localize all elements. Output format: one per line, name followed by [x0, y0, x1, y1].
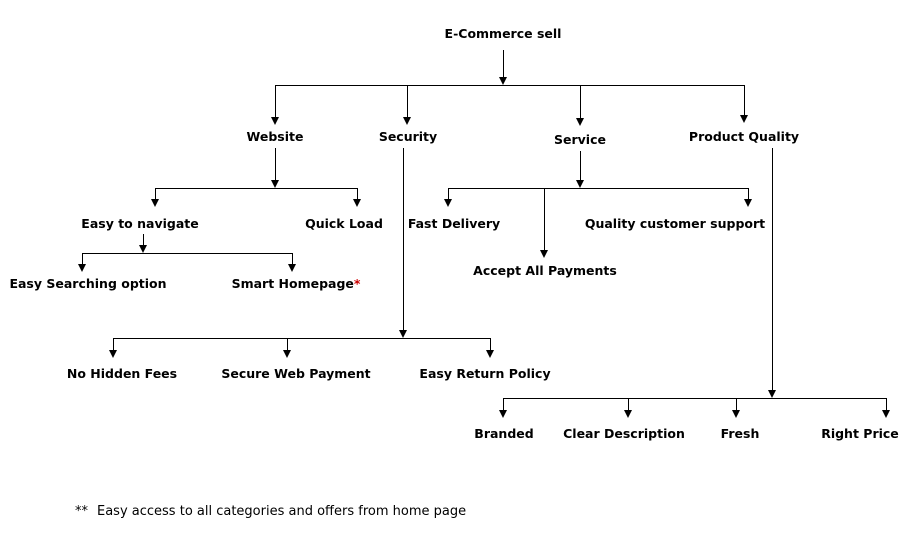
arrow-down-icon [499, 410, 507, 418]
arrow-down-icon [444, 199, 452, 207]
connector-branded-stub [503, 398, 504, 412]
node-clear-description: Clear Description [563, 426, 685, 441]
connector-quick-load-stub [357, 188, 358, 201]
node-easy-to-navigate: Easy to navigate [81, 216, 199, 231]
connector-level1-bus [275, 85, 745, 86]
node-service: Service [554, 132, 606, 147]
connector-right-price-stub [886, 398, 887, 412]
arrow-down-icon [271, 180, 279, 188]
connector-service-v [580, 151, 581, 182]
arrow-down-icon [139, 245, 147, 253]
node-right-price: Right Price [821, 426, 899, 441]
arrow-down-icon [271, 117, 279, 125]
node-quick-load: Quick Load [305, 216, 383, 231]
connector-root-v [503, 50, 504, 79]
connector-clear-description-stub [628, 398, 629, 412]
arrow-down-icon [624, 410, 632, 418]
connector-easy-navigate-stub [155, 188, 156, 201]
arrow-down-icon [768, 390, 776, 398]
arrow-down-icon [499, 77, 507, 85]
node-security: Security [378, 129, 438, 144]
arrow-down-icon [288, 264, 296, 272]
connector-smart-homepage-stub [292, 253, 293, 266]
asterisk-marker: * [353, 276, 361, 291]
connector-quality-support-stub [748, 188, 749, 201]
connector-website-v [275, 148, 276, 182]
arrow-down-icon [540, 250, 548, 258]
node-product-quality: Product Quality [688, 129, 800, 144]
connector-website-bus [155, 188, 358, 189]
connector-easy-return-policy-stub [490, 338, 491, 352]
connector-security-stub [407, 85, 408, 119]
arrow-down-icon [399, 330, 407, 338]
connector-security-bus [113, 338, 491, 339]
connector-fresh-stub [736, 398, 737, 412]
arrow-down-icon [576, 118, 584, 126]
connector-website-stub [275, 85, 276, 119]
connector-security-v [403, 148, 404, 332]
arrow-down-icon [486, 350, 494, 358]
arrow-down-icon [744, 199, 752, 207]
node-easy-searching-option: Easy Searching option [9, 276, 167, 291]
node-quality-customer-support: Quality customer support [584, 216, 766, 231]
connector-fast-delivery-stub [448, 188, 449, 201]
footnote: ** Easy access to all categories and offe… [75, 504, 466, 519]
footnote-text: Easy access to all categories and offers… [97, 504, 467, 519]
connector-no-hidden-fees-stub [113, 338, 114, 352]
connector-easy-navigate-v [143, 234, 144, 247]
arrow-down-icon [353, 199, 361, 207]
connector-product-quality-v [772, 148, 773, 392]
smart-homepage-label: Smart Homepage [231, 276, 354, 291]
arrow-down-icon [882, 410, 890, 418]
arrow-down-icon [151, 199, 159, 207]
node-easy-return-policy: Easy Return Policy [419, 366, 551, 381]
arrow-down-icon [740, 115, 748, 123]
arrow-down-icon [109, 350, 117, 358]
connector-service-stub [580, 85, 581, 120]
arrow-down-icon [576, 180, 584, 188]
arrow-down-icon [403, 117, 411, 125]
node-secure-web-payment: Secure Web Payment [221, 366, 371, 381]
node-website: Website [246, 129, 304, 144]
node-fresh: Fresh [720, 426, 760, 441]
node-smart-homepage: Smart Homepage* [232, 277, 361, 291]
node-branded: Branded [474, 426, 534, 441]
connector-easy-navigate-bus [82, 253, 293, 254]
arrow-down-icon [283, 350, 291, 358]
node-accept-all-payments: Accept All Payments [473, 263, 617, 278]
connector-easy-searching-stub [82, 253, 83, 266]
node-root: E-Commerce sell [444, 26, 562, 41]
connector-product-quality-bus [503, 398, 887, 399]
node-no-hidden-fees: No Hidden Fees [66, 366, 178, 381]
connector-secure-web-payment-stub [287, 338, 288, 352]
connector-accept-payments-stub [544, 188, 545, 252]
arrow-down-icon [732, 410, 740, 418]
connector-service-bus [448, 188, 749, 189]
arrow-down-icon [78, 264, 86, 272]
connector-product-quality-stub [744, 85, 745, 117]
footnote-marker: ** [75, 504, 88, 519]
node-fast-delivery: Fast Delivery [407, 216, 501, 231]
